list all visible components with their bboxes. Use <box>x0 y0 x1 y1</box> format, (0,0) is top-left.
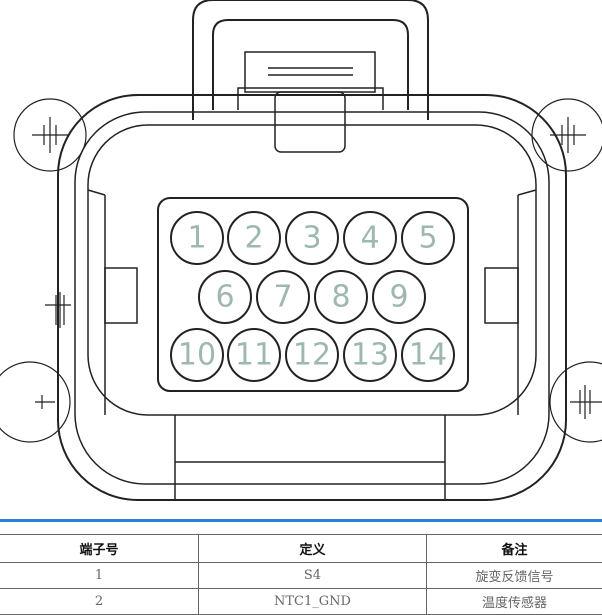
separator-line <box>0 519 602 522</box>
pin-label: 4 <box>360 221 379 256</box>
pin-label: 2 <box>244 221 263 256</box>
pin-label: 14 <box>409 338 447 373</box>
cell-definition: NTC1_GND <box>199 589 427 615</box>
cell-terminal: 1 <box>0 563 199 589</box>
table-header-row: 端子号 定义 备注 <box>0 535 602 563</box>
latch <box>193 0 428 152</box>
pin-label: 6 <box>215 280 234 315</box>
pin-label: 1 <box>187 221 206 256</box>
cell-terminal: 2 <box>0 589 199 615</box>
table-row: 2 NTC1_GND 温度传感器 <box>0 589 602 615</box>
table-row: 1 S4 旋变反馈信号 <box>0 563 602 589</box>
pin-table: 端子号 定义 备注 1 S4 旋变反馈信号 2 NTC1_GND 温度传感器 <box>0 534 602 615</box>
cell-definition: S4 <box>199 563 427 589</box>
cell-remark: 温度传感器 <box>427 589 602 615</box>
pin-label: 8 <box>331 280 350 315</box>
pin-label: 10 <box>178 338 216 373</box>
cell-remark: 旋变反馈信号 <box>427 563 602 589</box>
pin-label: 9 <box>389 280 408 315</box>
header-terminal: 端子号 <box>0 535 199 563</box>
pin-label: 5 <box>418 221 437 256</box>
pin-label: 3 <box>302 221 321 256</box>
pin-label: 7 <box>273 280 292 315</box>
pin-label: 12 <box>293 338 331 373</box>
housing <box>58 95 566 500</box>
header-remark: 备注 <box>427 535 602 563</box>
pin-label: 11 <box>235 338 273 373</box>
pin-label: 13 <box>351 338 389 373</box>
header-definition: 定义 <box>199 535 427 563</box>
